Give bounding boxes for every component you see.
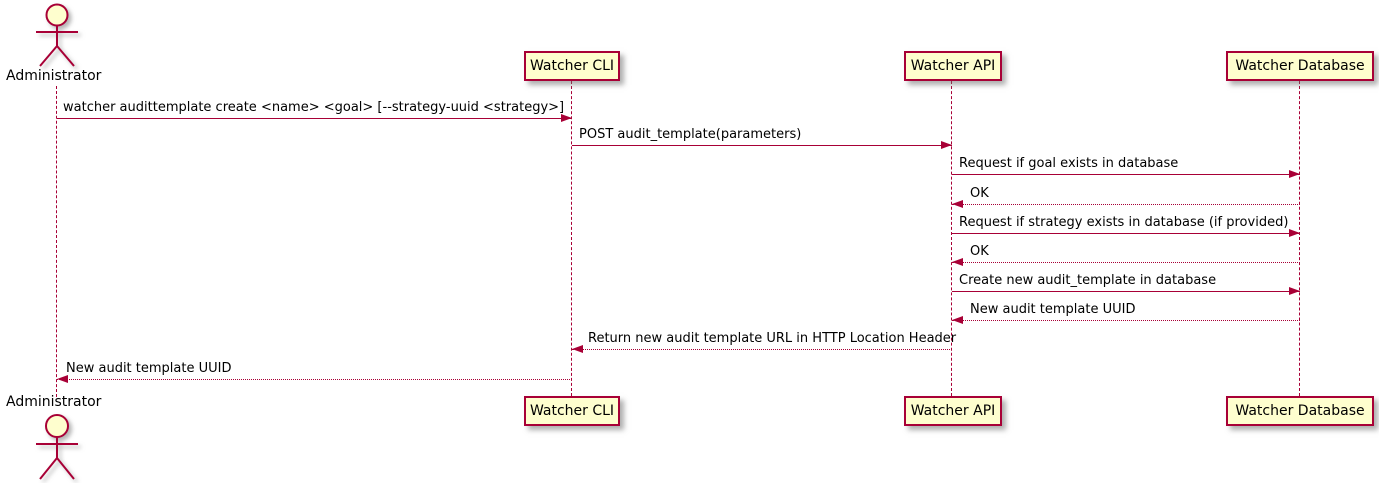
message-line <box>572 349 952 350</box>
lifeline-watcher-database <box>1299 81 1300 396</box>
administrator-label-top: Administrator <box>6 68 102 84</box>
message-label: Return new audit template URL in HTTP Lo… <box>588 331 957 346</box>
participant-box-watcher-api-bottom: Watcher API <box>904 396 1002 426</box>
lifeline-administrator <box>56 86 57 397</box>
arrowhead-icon <box>952 200 963 208</box>
participant-box-watcher-database-bottom: Watcher Database <box>1226 396 1374 426</box>
message-label: Request if goal exists in database <box>959 156 1179 171</box>
arrowhead-icon <box>952 316 963 324</box>
message-line <box>572 145 952 146</box>
participant-box-watcher-database-top: Watcher Database <box>1226 51 1374 81</box>
administrator-actor-icon <box>36 3 78 67</box>
message-label: OK <box>970 186 989 201</box>
message-line <box>952 320 1300 321</box>
message-line <box>952 174 1300 175</box>
message-label: New audit template UUID <box>970 302 1136 317</box>
message-line <box>57 379 572 380</box>
arrowhead-icon <box>941 141 952 149</box>
lifeline-watcher-api <box>951 81 952 396</box>
arrowhead-icon <box>57 375 68 383</box>
message-line <box>952 262 1300 263</box>
participant-box-watcher-cli-bottom: Watcher CLI <box>524 396 620 426</box>
administrator-label-bottom: Administrator <box>6 394 102 410</box>
arrowhead-icon <box>561 114 572 122</box>
message-label: New audit template UUID <box>66 361 232 376</box>
arrowhead-icon <box>1289 287 1300 295</box>
arrowhead-icon <box>1289 170 1300 178</box>
message-label: POST audit_template(parameters) <box>579 127 802 142</box>
message-label: watcher audittemplate create <name> <goa… <box>63 100 565 115</box>
message-line <box>952 233 1300 234</box>
arrowhead-icon <box>952 258 963 266</box>
message-line <box>952 204 1300 205</box>
arrowhead-icon <box>572 345 583 353</box>
participant-box-watcher-api-top: Watcher API <box>904 51 1002 81</box>
message-line <box>57 118 572 119</box>
arrowhead-icon <box>1289 229 1300 237</box>
administrator-actor-icon-bottom <box>36 414 78 480</box>
message-label: Request if strategy exists in database (… <box>959 215 1289 230</box>
message-line <box>952 291 1300 292</box>
message-label: Create new audit_template in database <box>959 273 1217 288</box>
lifeline-watcher-cli <box>571 81 572 396</box>
participant-box-watcher-cli-top: Watcher CLI <box>524 51 620 81</box>
message-label: OK <box>970 244 989 259</box>
